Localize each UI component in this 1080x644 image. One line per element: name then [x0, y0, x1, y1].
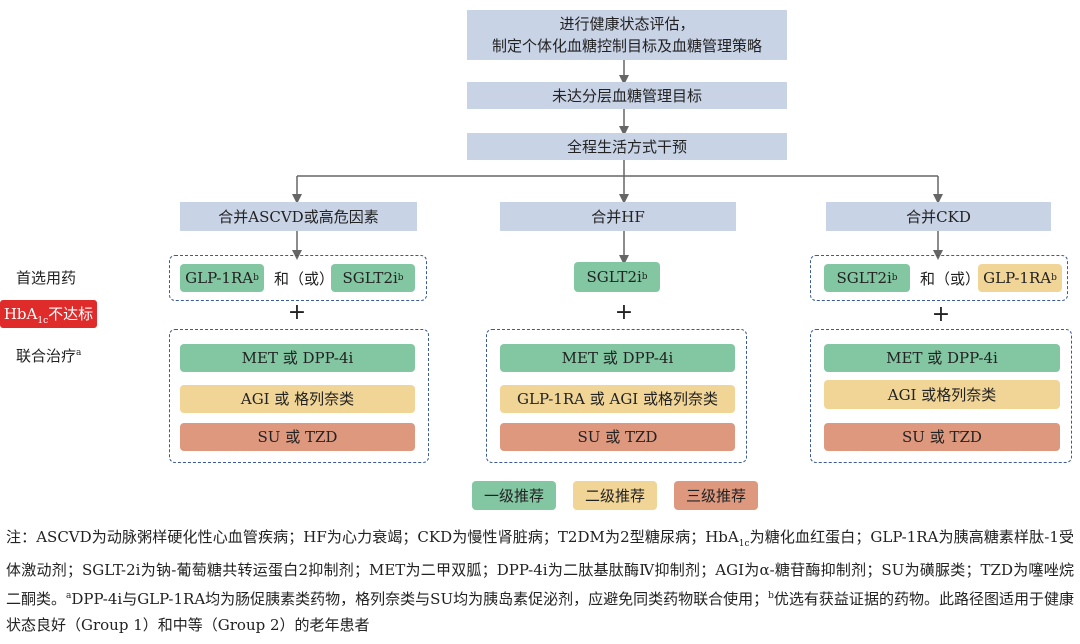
combination-therapy-text: 联合治疗: [16, 347, 77, 365]
hba1c-text: HbA: [3, 305, 38, 323]
header-ascvd: 合并ASCVD或高危因素: [180, 202, 417, 231]
combo-hf-glp1ra-agi-glinide: GLP-1RA 或 AGI 或格列奈类: [500, 385, 735, 413]
drug-name: SGLT2i: [342, 269, 398, 287]
drug-sup: b: [253, 273, 259, 283]
legend-level-1: 一级推荐: [472, 481, 556, 510]
drug-sup: b: [1051, 273, 1057, 283]
combo-hf-su-tzd: SU 或 TZD: [500, 423, 735, 451]
target-box: 未达分层血糖管理目标: [467, 82, 787, 109]
combo-group-ascvd: [169, 329, 429, 463]
assessment-line-1: 进行健康状态评估，: [559, 15, 695, 33]
footnote-hba1c-sub: 1c: [738, 539, 750, 549]
combo-ascvd-met-dpp4i: MET 或 DPP-4i: [180, 344, 415, 372]
hba1c-badge: HbA1c不达标: [0, 300, 97, 328]
preferred-drug-label: 首选用药: [16, 269, 77, 287]
footnote-part-1: 注：ASCVD为动脉粥样硬化性心血管疾病；HF为心力衰竭；CKD为慢性肾脏病；T…: [6, 528, 739, 546]
lifestyle-box: 全程生活方式干预: [467, 133, 787, 160]
combination-therapy-label: 联合治疗a: [16, 345, 81, 366]
combo-ascvd-agi-glinide: AGI 或 格列奈类: [180, 385, 415, 413]
drug-name: SGLT2i: [586, 268, 642, 286]
combo-ckd-su-tzd: SU 或 TZD: [824, 423, 1060, 451]
preferred-group-ascvd: [169, 255, 427, 301]
and-or-ascvd: 和（或）: [274, 270, 335, 288]
combo-ckd-met-dpp4i: MET 或 DPP-4i: [824, 344, 1060, 372]
drug-name: GLP-1RA: [983, 269, 1052, 287]
header-ckd: 合并CKD: [826, 202, 1051, 231]
header-hf: 合并HF: [500, 202, 736, 231]
combo-ascvd-su-tzd: SU 或 TZD: [180, 423, 415, 451]
drug-name: SGLT2i: [836, 269, 892, 287]
drug-sup: b: [891, 273, 898, 283]
drug-sup: b: [641, 272, 648, 282]
assessment-line-2: 制定个体化血糖控制目标及血糖管理策略: [491, 37, 762, 55]
combo-group-ckd: [810, 329, 1072, 463]
footnote: 注：ASCVD为动脉粥样硬化性心血管疾病；HF为心力衰竭；CKD为慢性肾脏病；T…: [6, 524, 1074, 638]
plus-sign-ascvd: +: [287, 300, 307, 325]
hba1c-tail: 不达标: [48, 305, 94, 323]
combo-hf-met-dpp4i: MET 或 DPP-4i: [500, 344, 735, 372]
drug-name: GLP-1RA: [185, 269, 254, 287]
drug-sup: b: [397, 273, 404, 283]
footnote-sup-a: a: [66, 591, 72, 601]
footnote-part-4: 优选有获益证据的药物。此路径图适用于健康状态良好（Group 1）和中等（Gro…: [6, 590, 1074, 634]
assessment-box: 进行健康状态评估， 制定个体化血糖控制目标及血糖管理策略: [467, 10, 787, 60]
combo-group-hf: [486, 329, 747, 463]
legend-level-3: 三级推荐: [674, 481, 758, 510]
footnote-sup-b: b: [768, 591, 774, 601]
plus-sign-hf: +: [614, 300, 634, 325]
legend-level-2: 二级推荐: [573, 481, 657, 510]
plus-sign-ckd: +: [931, 302, 951, 327]
preferred-group-ckd: [810, 255, 1068, 301]
footnote-part-3: DPP-4i与GLP-1RA均为肠促胰素类药物，格列奈类与SU均为胰岛素促泌剂，…: [71, 590, 769, 608]
and-or-ckd: 和（或）: [920, 270, 981, 288]
combination-therapy-sup: a: [76, 348, 82, 358]
footnote-part-2: 为糖化血红蛋白；GLP-1RA为胰高糖素样肽-1受体激动剂；SGLT-2i为钠-…: [6, 528, 1074, 608]
combo-ckd-agi-glinide: AGI 或格列奈类: [824, 380, 1060, 409]
hba1c-subscript: 1c: [37, 316, 49, 326]
